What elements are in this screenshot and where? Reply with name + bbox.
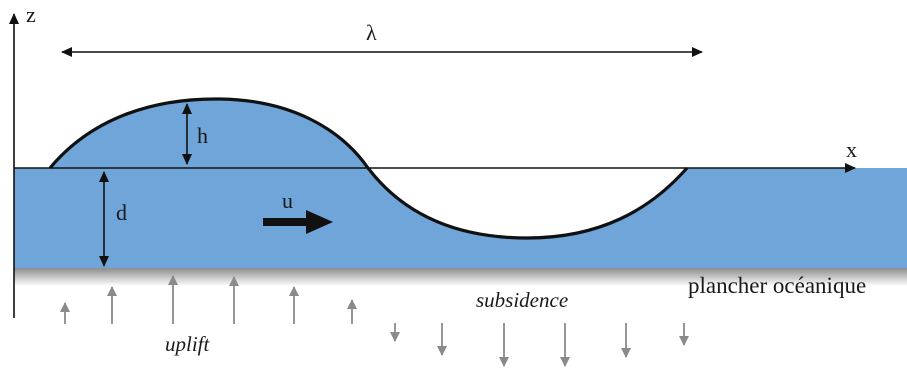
subsidence-label: subsidence <box>476 288 569 312</box>
uplift-arrows <box>60 275 357 324</box>
wavelength-label: λ <box>366 20 377 45</box>
water-body <box>14 98 907 268</box>
velocity-arrow-icon <box>263 210 333 234</box>
velocity-label: u <box>282 188 293 213</box>
subsidence-arrows <box>390 323 689 367</box>
amplitude-label: h <box>197 123 208 148</box>
x-axis-label: x <box>846 137 857 162</box>
z-axis-label: z <box>26 2 36 27</box>
uplift-label: uplift <box>165 332 210 356</box>
seafloor-label: plancher océanique <box>688 273 867 298</box>
depth-label: d <box>116 200 127 225</box>
